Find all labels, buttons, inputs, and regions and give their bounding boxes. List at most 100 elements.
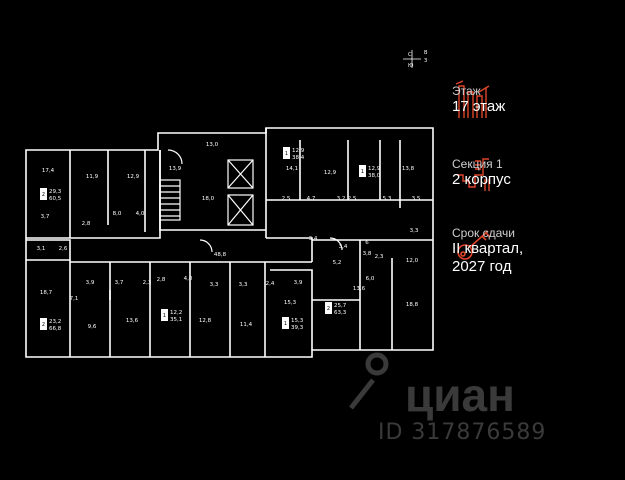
apartment-rooms: 1: [285, 151, 288, 157]
apartment-living-area: 29,3: [49, 189, 62, 195]
apartment-badge[interactable]: 1 12,235,1: [161, 309, 182, 323]
apartment-living-area: 12,2: [170, 310, 182, 316]
room-area: 11,4: [240, 322, 253, 328]
room-area: 13,9: [169, 166, 182, 172]
room-area: 7,1: [70, 296, 79, 302]
room-area: 3,7: [115, 280, 124, 286]
room-area: 14,1: [286, 166, 298, 172]
key-icon: [455, 228, 495, 266]
apartment-rooms: 2: [327, 306, 330, 312]
room-area: 13,6: [353, 286, 366, 292]
room-area: 4,0: [136, 211, 145, 217]
room-area: 11,9: [86, 174, 99, 180]
floor-block: Этаж 17 этаж: [452, 84, 505, 116]
room-area: 5,2: [333, 260, 342, 266]
apartment-badge[interactable]: 1 12,938,4: [283, 147, 305, 161]
room-area: 9,6: [88, 324, 97, 330]
room-area: 5,3: [383, 196, 392, 202]
watermark: циан ID 317876589: [345, 350, 545, 445]
room-area: 3,3: [210, 282, 219, 288]
apartment-badge[interactable]: 2 25,763,3: [325, 302, 347, 316]
apartment-living-area: 12,9: [292, 148, 305, 154]
apartment-living-area: 23,2: [49, 319, 61, 325]
room-area: 12,9: [324, 170, 337, 176]
room-area: 3,5: [412, 196, 421, 202]
floor-icon: [455, 80, 491, 124]
apartment-rooms: 2: [42, 322, 45, 328]
section-icon: [455, 155, 491, 197]
room-area: 13,8: [402, 166, 415, 172]
apartment-badge[interactable]: 1 15,339,3: [282, 317, 304, 331]
room-area: 3,3: [410, 228, 419, 234]
room-area: 3,9: [294, 280, 303, 286]
room-area: 2,3: [375, 254, 384, 260]
apartment-rooms: 1: [361, 169, 364, 175]
room-area: 2,5: [348, 196, 357, 202]
section-label: Секция 1: [452, 157, 503, 171]
room-area: 12,8: [199, 318, 212, 324]
apartment-total-area: 66,8: [49, 326, 62, 332]
floor-value: 17 этаж: [452, 98, 506, 115]
room-area: 4,7: [307, 196, 316, 202]
room-area: 18,7: [40, 290, 53, 296]
apartment-living-area: 12,9: [368, 166, 381, 172]
room-area: 4,0: [184, 276, 193, 282]
floor-label: Этаж: [452, 84, 481, 98]
delivery-block: Срок сдачи II квартал, 2027 год: [452, 226, 523, 276]
room-area: 12,0: [406, 258, 419, 264]
delivery-label: Срок сдачи: [452, 226, 515, 240]
compass: С Ю В З: [398, 46, 434, 82]
room-area: 2,6: [59, 246, 68, 252]
room-area: 2,3: [143, 280, 152, 286]
room-area: 18,0: [202, 196, 215, 202]
room-area: 48,8: [214, 252, 227, 258]
delivery-line2: 2027 год: [452, 258, 512, 275]
apartment-total-area: 60,5: [49, 196, 62, 202]
room-area: 3,8: [363, 251, 372, 257]
compass-n: С: [408, 52, 412, 58]
room-area: 2,4: [266, 281, 275, 287]
room-area: 18,8: [406, 302, 419, 308]
apartment-rooms: 1: [163, 313, 166, 319]
room-area: 3,1: [37, 246, 46, 252]
room-area: 6,0: [366, 276, 375, 282]
room-area: 3,2: [337, 196, 346, 202]
room-area: 3,7: [41, 214, 50, 220]
apartment-total-area: 63,3: [334, 310, 347, 316]
room-area: 2,8: [82, 221, 91, 227]
apartment-total-area: 35,1: [170, 317, 182, 323]
apartment-living-area: 15,3: [291, 318, 304, 324]
compass-e: В: [424, 50, 428, 56]
delivery-line1: II квартал,: [452, 240, 524, 257]
room-area: 12,9: [127, 174, 140, 180]
watermark-id: ID 317876589: [378, 420, 547, 445]
room-area: 13,6: [126, 318, 139, 324]
apartment-badge[interactable]: 2 29,360,5: [40, 188, 62, 202]
section-block: Секция 1 2 корпус: [452, 157, 511, 189]
room-area: 2,8: [157, 277, 166, 283]
apartment-rooms: 2: [42, 192, 45, 198]
apartment-rooms: 1: [284, 321, 287, 327]
room-area: 3,3: [239, 282, 248, 288]
apartment-total-area: 38,4: [292, 155, 305, 161]
room-area: 3,9: [86, 280, 95, 286]
apartment-badge[interactable]: 1 12,938,0: [359, 165, 381, 179]
room-area: 15,3: [284, 300, 297, 306]
room-area: 8,0: [113, 211, 122, 217]
compass-s: Ю: [408, 63, 414, 69]
apartment-living-area: 25,7: [334, 303, 347, 309]
room-area: 13,0: [206, 142, 219, 148]
apartment-total-area: 38,0: [368, 173, 381, 179]
section-value: 2 корпус: [452, 171, 511, 188]
cian-pin-icon: [349, 352, 389, 410]
room-area: 3,4: [309, 236, 318, 242]
room-area: 2,5: [282, 196, 291, 202]
room-area: 17,4: [42, 168, 55, 174]
room-area: 3,4: [339, 244, 348, 250]
apartment-badge[interactable]: 2 23,266,8: [40, 318, 62, 332]
apartment-total-area: 39,3: [291, 325, 304, 331]
watermark-brand: циан: [405, 369, 515, 421]
room-area: 6: [365, 240, 369, 246]
compass-w: З: [424, 58, 427, 64]
